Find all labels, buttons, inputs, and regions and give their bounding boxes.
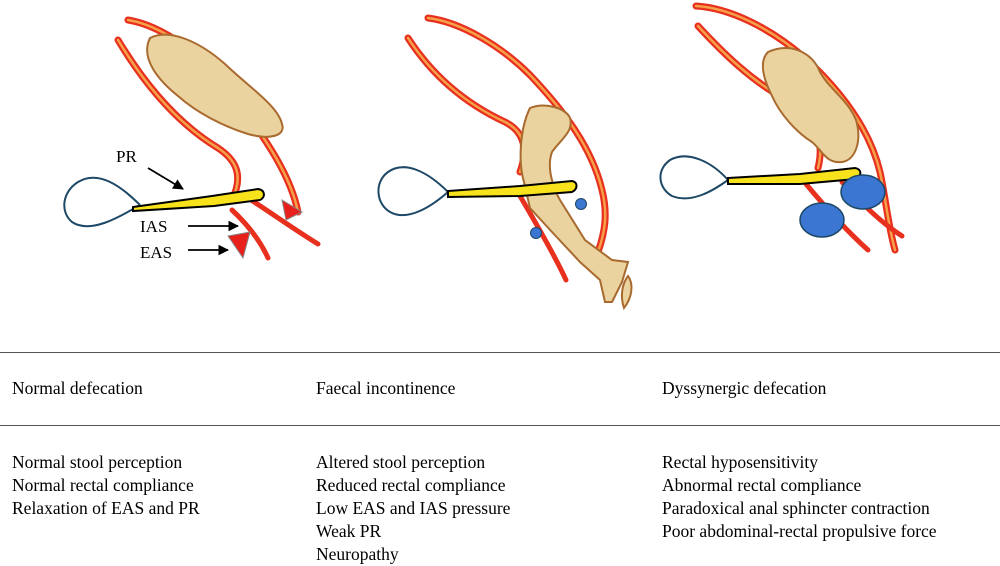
heading-dyssynergic-defecation: Dyssynergic defecation xyxy=(662,378,827,398)
heading-faecal-incontinence: Faecal incontinence xyxy=(316,378,456,398)
puborectalis-muscle xyxy=(132,187,265,213)
list-item: Altered stool perception xyxy=(316,452,486,472)
list-item: Abnormal rectal compliance xyxy=(662,475,862,495)
stool-fragment xyxy=(620,274,633,311)
table-header-rule xyxy=(0,425,1000,426)
panel-normal-defecation: PR IAS EAS xyxy=(63,16,321,262)
anal-canal-wall-lower xyxy=(517,193,569,283)
list-item: Reduced rectal compliance xyxy=(316,475,506,495)
rectal-wall-inner xyxy=(114,36,242,204)
list-item: Weak PR xyxy=(316,521,382,541)
heading-normal-defecation: Normal defecation xyxy=(12,378,143,398)
anal-canal-wall-upper xyxy=(245,195,321,247)
list-item: Poor abdominal-rectal propulsive force xyxy=(662,521,937,541)
bladder-outline xyxy=(63,176,141,228)
list-item: Neuropathy xyxy=(316,544,399,564)
pr-label: PR xyxy=(116,147,137,166)
bladder-outline xyxy=(377,166,449,217)
eas-marker-upper xyxy=(281,198,304,221)
bladder-outline xyxy=(659,155,729,200)
list-dyssynergic-defecation: Rectal hyposensitivity Abnormal rectal c… xyxy=(662,451,937,543)
stool-mass xyxy=(146,33,284,138)
puborectalis-muscle xyxy=(727,166,862,185)
sphincter-contracted-upper xyxy=(840,174,886,210)
panel-dyssynergic-defecation xyxy=(659,2,905,254)
list-item: Normal stool perception xyxy=(12,452,183,472)
list-item: Paradoxical anal sphincter contraction xyxy=(662,498,930,518)
sphincter-small-lower xyxy=(530,227,542,239)
table-top-rule xyxy=(0,352,1000,353)
ias-label: IAS xyxy=(140,217,167,236)
eas-marker-lower xyxy=(227,231,251,260)
anatomy-figure: PR IAS EAS xyxy=(63,2,905,311)
list-faecal-incontinence: Altered stool perception Reduced rectal … xyxy=(316,451,510,566)
list-item: Normal rectal compliance xyxy=(12,475,194,495)
sphincter-contracted-lower xyxy=(799,202,845,238)
eas-label-group: EAS xyxy=(140,243,230,262)
list-item: Low EAS and IAS pressure xyxy=(316,498,511,518)
list-item: Relaxation of EAS and PR xyxy=(12,498,200,518)
sphincter-small-upper xyxy=(575,198,587,210)
list-item: Rectal hyposensitivity xyxy=(662,452,819,472)
list-normal-defecation: Normal stool perception Normal rectal co… xyxy=(12,451,200,520)
panel-faecal-incontinence xyxy=(377,14,633,311)
ias-label-group: IAS xyxy=(140,217,240,236)
puborectalis-muscle xyxy=(447,179,578,199)
pr-label-group: PR xyxy=(116,147,184,190)
eas-label: EAS xyxy=(140,243,172,262)
anal-canal-wall-lower xyxy=(229,207,271,261)
stool-mass xyxy=(761,47,860,164)
